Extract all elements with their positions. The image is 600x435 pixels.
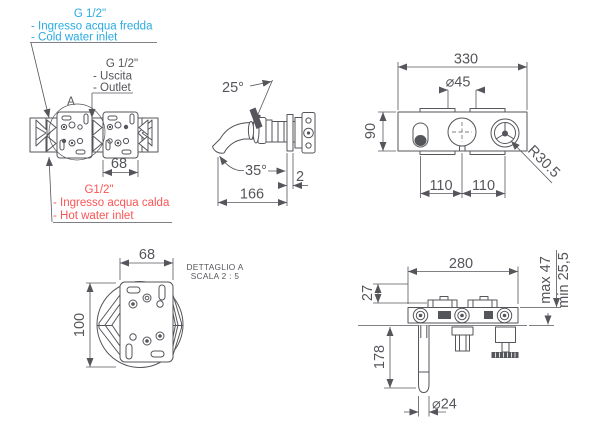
valve-left (412, 307, 429, 324)
dim-plan-plate-width: 68 (111, 156, 127, 172)
dim-install-width: 280 (449, 256, 473, 272)
dim-pitch-left: 110 (429, 178, 452, 194)
dim-spout-reach: 166 (240, 187, 264, 203)
cold-inlet-leader (30, 42, 51, 119)
dim-detail-height: 100 (72, 313, 88, 337)
detail-scale: SCALA 2 : 5 (191, 271, 240, 281)
dim-knob-diameter: ⌀45 (446, 75, 471, 91)
spout-tube (418, 325, 430, 393)
outlet-english: - Outlet (93, 82, 132, 94)
dim-front-height: 90 (363, 123, 379, 139)
hot-inlet-italian: - Ingresso acqua calda (53, 197, 170, 209)
wall-plate (286, 114, 294, 152)
valve-center (454, 307, 470, 324)
hot-inlet-english: - Hot water inlet (53, 210, 134, 222)
cold-inlet-size: G 1/2" (74, 8, 106, 20)
plan-view-top: A 68 (29, 96, 159, 177)
outlet-italian: - Uscita (93, 71, 133, 83)
detail-title: DETTAGLIO A (186, 262, 243, 272)
dim-spout-angle: 35° (245, 163, 267, 179)
outlet-annotation: G 1/2" - Uscita - Outlet (88, 58, 138, 118)
dim-plate-thickness: 2 (296, 169, 304, 185)
hot-inlet-leader (45, 156, 53, 223)
cold-inlet-italian: - Ingresso acqua fredda (31, 21, 153, 33)
cold-inlet-english: - Cold water inlet (31, 32, 118, 44)
diverter-knob (447, 117, 477, 152)
cold-water-annotation: G 1/2" - Ingresso acqua fredda - Cold wa… (30, 8, 157, 119)
detail-view: 68 100 DETTAGLIO A SCALA 2 : 5 (72, 247, 243, 368)
wheel-handle (490, 118, 520, 148)
dim-handle-angle: 25° (222, 80, 244, 96)
dim-handle-radius: R30.5 (524, 143, 563, 182)
cartridge-body (451, 326, 474, 352)
dim-detail-plate-width: 68 (139, 247, 155, 263)
detail-a-marker: A (67, 96, 75, 108)
valve-body-right (491, 326, 519, 358)
spout (212, 121, 254, 154)
radius-leader (510, 140, 553, 184)
front-view: 330 ⌀45 90 R30.5 (363, 52, 563, 198)
right-anchor-wing (137, 119, 153, 152)
dim-wall-depth-max: max 47 (538, 256, 554, 304)
spout-front (412, 122, 429, 148)
detail-right-wing (170, 294, 184, 356)
left-fixing-plate (56, 111, 93, 159)
outlet-size: G 1/2" (106, 58, 138, 70)
installation-side-view: 280 (358, 250, 572, 417)
detail-a-circle (48, 103, 106, 161)
dim-front-width: 330 (454, 52, 478, 68)
dim-spout-diameter: ⌀24 (432, 397, 457, 413)
outlet-union (92, 119, 103, 136)
dim-bracket-offset: 27 (360, 285, 376, 301)
detail-left-wing (96, 294, 121, 356)
hot-water-annotation: G1/2" - Ingresso acqua calda - Hot water… (45, 156, 172, 223)
hot-inlet-size: G1/2" (84, 184, 113, 196)
dim-wall-depth-min: min 25,5 (556, 252, 572, 308)
dim-pitch-right: 110 (472, 178, 495, 194)
dim-spout-length: 178 (372, 345, 388, 369)
detail-fixing-plate (119, 281, 174, 363)
valve-right (496, 307, 513, 324)
right-fixing-plate (102, 111, 139, 159)
side-view: 25° 35° 166 2 (212, 79, 316, 206)
